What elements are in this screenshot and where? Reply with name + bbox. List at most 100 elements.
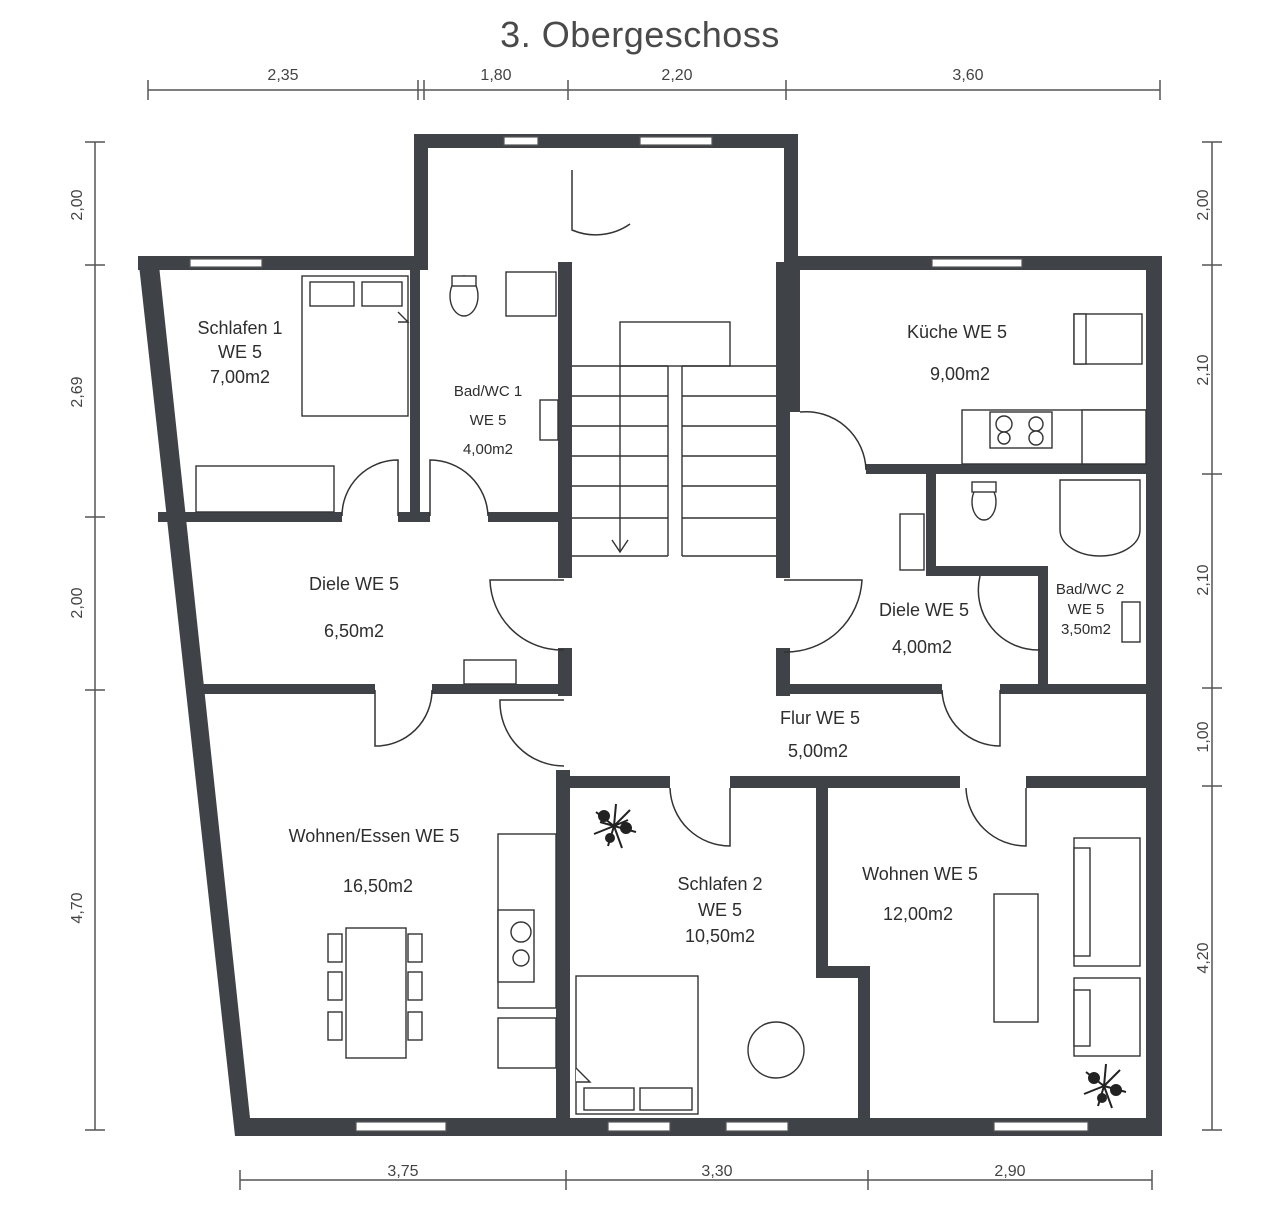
room-wohnessen-area: 16,50m2 [343,876,413,896]
wall-diele-r-bottom-a [786,684,942,694]
door-schlafen1 [341,459,399,517]
wall-diele-r-bottom-b [1000,684,1148,694]
round-table-schlafen2 [747,1021,805,1079]
door-flur-stair [499,699,565,767]
dim-right-3: 2,10 [1195,564,1212,595]
wall-kueche-left [790,262,800,412]
dim-right-1: 2,00 [1195,189,1212,220]
room-bad1-unit: WE 5 [470,412,507,429]
dresser-schlafen1 [195,465,335,513]
sink-bad2 [1121,601,1141,643]
dim-top-2: 1,80 [480,67,511,84]
wall-diele-bottom-a [203,684,375,694]
dining-table [345,927,407,1059]
dim-right-2: 2,10 [1195,354,1212,385]
room-flur-area: 5,00m2 [788,741,848,761]
stair-wall-right [776,262,790,578]
wall-step [816,966,866,978]
wall-bad2-right [1038,566,1048,690]
room-schlafen2-name: Schlafen 2 [677,874,762,894]
windows [189,136,1089,1132]
room-diele-left-name: Diele WE 5 [309,574,399,594]
room-schlafen1-area: 7,00m2 [210,367,270,387]
projection-wall-left [414,134,428,270]
dim-top-1: 2,35 [267,67,298,84]
coffee-table-wohnen [993,893,1039,1023]
projection-wall-right [784,134,798,270]
wall-schlafen2-wohnen-lower [858,966,870,1120]
furniture [195,271,1147,1115]
plant-icon [593,803,1127,1109]
room-schlafen1-name: Schlafen 1 [197,318,282,338]
wall-bad2-left [926,474,936,574]
outer-wall-top-left [138,256,426,270]
wall-schlafen2-wohnen [816,788,828,972]
wall-schlafen1-bad1 [410,270,420,522]
dimension-labels: 2,35 1,80 2,20 3,60 3,75 3,30 2,90 2,00 … [69,67,1212,1180]
wall-schlafen1-bottom-b [398,512,430,522]
room-bad1-area: 4,00m2 [463,441,513,458]
door-diele-flur [941,689,1001,747]
door-wohnen [965,787,1027,847]
shower-bad1 [505,271,557,317]
dim-left-2: 2,69 [69,376,86,407]
room-labels: Schlafen 1 WE 5 7,00m2 Bad/WC 1 WE 5 4,0… [197,318,1124,946]
projection-wall-top [414,134,798,148]
door-bad1 [429,459,489,517]
outer-wall-left [138,256,250,1136]
door-stair-right [783,579,863,653]
tub-bad2 [1059,479,1141,557]
door-bad2 [977,575,1041,651]
door-wohnessen [374,689,433,747]
door-kueche [799,410,867,471]
dimension-lines [85,80,1222,1190]
room-schlafen2-area: 10,50m2 [685,926,755,946]
rack-diele-left [463,659,517,685]
dim-bottom-3: 2,90 [994,1163,1025,1180]
dim-top-4: 3,60 [952,67,983,84]
outer-wall-bottom [235,1118,1162,1136]
door-stair-left [489,579,565,651]
dim-bottom-1: 3,75 [387,1163,418,1180]
wall-kueche-bottom [866,464,1148,474]
dim-bottom-2: 3,30 [701,1163,732,1180]
door-projection [571,170,631,236]
room-bad2-unit: WE 5 [1068,601,1105,618]
dim-left-4: 4,70 [69,892,86,923]
wall-wohnessen-right [556,770,570,1120]
dim-left-1: 2,00 [69,189,86,220]
room-bad2-area: 3,50m2 [1061,621,1111,638]
dim-right-4: 1,00 [1195,721,1212,752]
rack-diele-right [899,513,925,571]
wall-flur-bottom-b [730,776,960,788]
floor-title: 3. Obergeschoss [500,14,780,55]
room-wohnessen-name: Wohnen/Essen WE 5 [289,826,460,846]
wall-bad1-bottom [488,512,562,522]
room-schlafen1-unit: WE 5 [218,342,262,362]
staircase [572,321,776,557]
fridge-wohnessen [497,1017,557,1069]
room-bad2-name: Bad/WC 2 [1056,581,1124,598]
doors [341,170,1041,847]
room-flur-name: Flur WE 5 [780,708,860,728]
room-diele-right-area: 4,00m2 [892,637,952,657]
room-kueche-name: Küche WE 5 [907,322,1007,342]
door-schlafen2 [669,787,731,847]
room-bad1-name: Bad/WC 1 [454,383,522,400]
room-diele-right-name: Diele WE 5 [879,600,969,620]
room-schlafen2-unit: WE 5 [698,900,742,920]
wall-diele-bottom-b [432,684,562,694]
wall-flur-bottom-a [570,776,670,788]
outer-wall-right [1146,256,1162,1136]
sink-bad1 [539,399,559,441]
walls [138,134,1162,1136]
wall-bad2-mid [926,566,1046,576]
room-kueche-area: 9,00m2 [930,364,990,384]
dim-left-3: 2,00 [69,587,86,618]
room-diele-left-area: 6,50m2 [324,621,384,641]
dim-right-5: 4,20 [1195,942,1212,973]
wall-flur-bottom-c [1026,776,1148,788]
stair-wall-left [558,262,572,578]
wall-schlafen1-bottom-a [158,512,342,522]
